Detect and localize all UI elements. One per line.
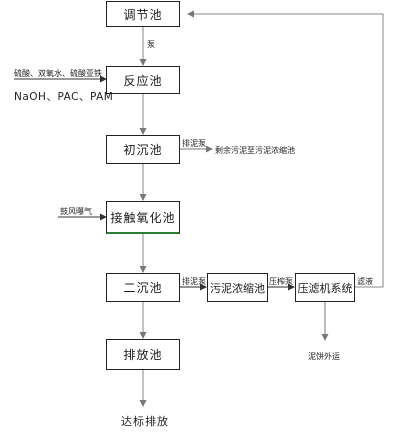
box-chuchen: 初沉池 bbox=[106, 135, 180, 164]
box-wuni: 污泥浓缩池 bbox=[207, 273, 268, 302]
label-press-pump: 压榨泵 bbox=[269, 277, 293, 286]
label-chemicals-cn: 硫酸、双氧水、硫酸亚铁 bbox=[14, 69, 102, 78]
box-tiaojie: 调节池 bbox=[106, 1, 180, 27]
box-paifang: 排放池 bbox=[106, 339, 180, 370]
box-fanying: 反应池 bbox=[106, 66, 180, 94]
label-aeration: 鼓风曝气 bbox=[60, 207, 92, 216]
label-sludge-to-thickener: 剩余污泥至污泥浓缩池 bbox=[215, 146, 295, 155]
label-sludge-pump-1: 排泥泵 bbox=[182, 139, 206, 148]
label-pump: 泵 bbox=[147, 40, 155, 49]
arrow-filtrate-recycle bbox=[187, 10, 384, 288]
label-chemicals-en: NaOH、PAC、PAM bbox=[14, 91, 114, 103]
label-sludge-pump-2: 排泥泵 bbox=[182, 277, 206, 286]
box-erchen: 二沉池 bbox=[106, 273, 180, 302]
box-jiechu: 接触氧化池 bbox=[106, 201, 180, 234]
box-yalv: 压滤机系统 bbox=[295, 273, 355, 302]
label-cake: 泥饼外运 bbox=[308, 352, 340, 361]
label-filtrate: 滤液 bbox=[357, 277, 373, 286]
label-discharge: 达标排放 bbox=[121, 415, 169, 428]
